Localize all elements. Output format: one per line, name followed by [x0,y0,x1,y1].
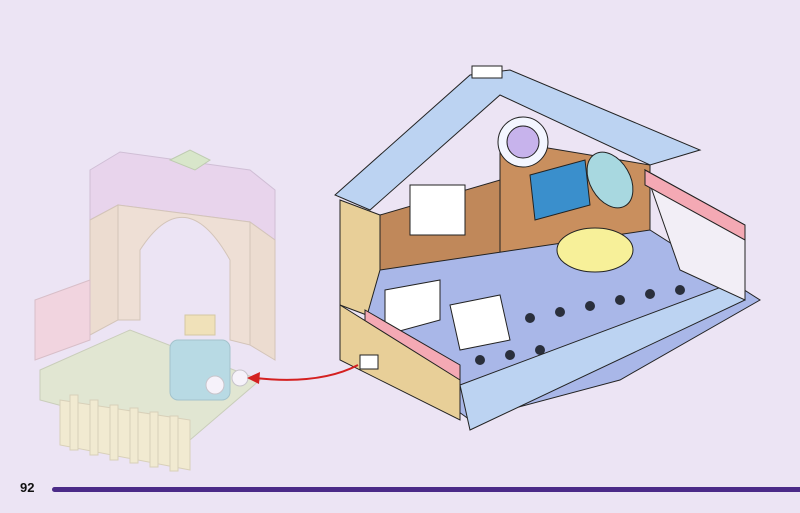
main-model [334,65,761,431]
attach-arrow [254,364,359,381]
page-number: 92 [20,480,35,495]
faded-subassembly [34,149,276,472]
arrow-head-icon [247,372,260,384]
page-footer-bar [52,487,800,492]
